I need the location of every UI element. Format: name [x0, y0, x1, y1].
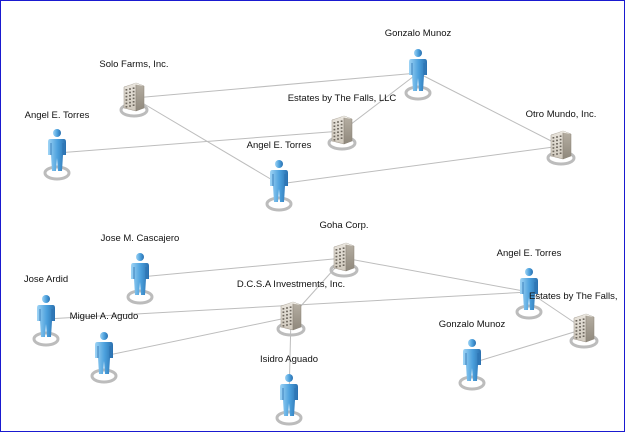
- edge-estates1-torres1: [56, 130, 343, 154]
- company-node-dcsa[interactable]: D.C.S.A Investments, Inc.: [237, 279, 345, 337]
- edge-agudo-dcsa: [103, 316, 292, 357]
- edge-solo-gmunoz1: [133, 72, 419, 99]
- person-icon: [520, 268, 538, 310]
- person-node-gmunoz2[interactable]: Gonzalo Munoz: [439, 319, 506, 391]
- person-node-agudo[interactable]: Miguel A. Agudo: [70, 311, 139, 384]
- person-node-torres1[interactable]: Angel E. Torres: [25, 110, 90, 181]
- person-ring: [404, 85, 432, 101]
- company-node-otro[interactable]: Otro Mundo, Inc.: [526, 109, 597, 166]
- person-node-aguado[interactable]: Isidro Aguado: [260, 354, 318, 426]
- person-ring: [265, 196, 293, 212]
- person-node-torres2[interactable]: Angel E. Torres: [247, 140, 312, 212]
- node-label: Estates by The Falls,: [529, 291, 618, 302]
- person-ring: [90, 368, 118, 384]
- person-icon: [270, 160, 288, 202]
- person-ring: [32, 331, 60, 347]
- company-node-estates1[interactable]: Estates by The Falls, LLC: [288, 93, 397, 151]
- edge-goha-torres3: [343, 257, 530, 293]
- node-label: Solo Farms, Inc.: [99, 59, 168, 70]
- node-label: Gonzalo Munoz: [385, 28, 452, 39]
- person-icon: [280, 374, 298, 416]
- person-ring: [43, 165, 71, 181]
- company-node-goha[interactable]: Goha Corp.: [319, 220, 369, 278]
- node-label: D.C.S.A Investments, Inc.: [237, 279, 345, 290]
- person-icon: [131, 253, 149, 295]
- person-node-torres3[interactable]: Angel E. Torres: [497, 248, 562, 320]
- building-icon: [123, 82, 145, 112]
- node-label: Goha Corp.: [319, 220, 368, 231]
- node-label: Jose Ardid: [24, 274, 68, 285]
- company-node-estates2[interactable]: Estates by The Falls,: [529, 291, 618, 349]
- building-icon: [573, 313, 595, 343]
- person-node-cascajero[interactable]: Jose M. Cascajero: [101, 233, 180, 305]
- person-icon: [37, 295, 55, 337]
- edge-gmunoz1-otro: [417, 72, 562, 147]
- edge-estates2-gmunoz2: [471, 328, 585, 364]
- person-ring: [458, 375, 486, 391]
- person-ring: [126, 289, 154, 305]
- node-label: Angel E. Torres: [25, 110, 90, 121]
- person-node-ardid[interactable]: Jose Ardid: [24, 274, 68, 347]
- building-icon: [333, 242, 355, 272]
- node-label: Isidro Aguado: [260, 354, 318, 365]
- edge-gmunoz1-estates1: [341, 72, 419, 132]
- building-icon: [550, 130, 572, 160]
- node-label: Miguel A. Agudo: [70, 311, 139, 322]
- edge-cascajero-goha: [139, 257, 345, 278]
- node-label: Otro Mundo, Inc.: [526, 109, 597, 120]
- edge-torres2-otro: [278, 145, 562, 185]
- person-node-gmunoz1[interactable]: Gonzalo Munoz: [385, 28, 452, 101]
- person-icon: [95, 332, 113, 374]
- building-icon: [331, 115, 353, 145]
- person-icon: [409, 49, 427, 91]
- node-label: Angel E. Torres: [247, 140, 312, 151]
- building-icon: [280, 301, 302, 331]
- person-ring: [515, 304, 543, 320]
- node-label: Estates by The Falls, LLC: [288, 93, 397, 104]
- person-icon: [48, 129, 66, 171]
- company-node-solo[interactable]: Solo Farms, Inc.: [99, 59, 169, 118]
- node-label: Gonzalo Munoz: [439, 319, 506, 330]
- node-label: Jose M. Cascajero: [101, 233, 180, 244]
- person-ring: [275, 410, 303, 426]
- person-icon: [463, 339, 481, 381]
- edge-layer: [45, 72, 585, 399]
- node-label: Angel E. Torres: [497, 248, 562, 259]
